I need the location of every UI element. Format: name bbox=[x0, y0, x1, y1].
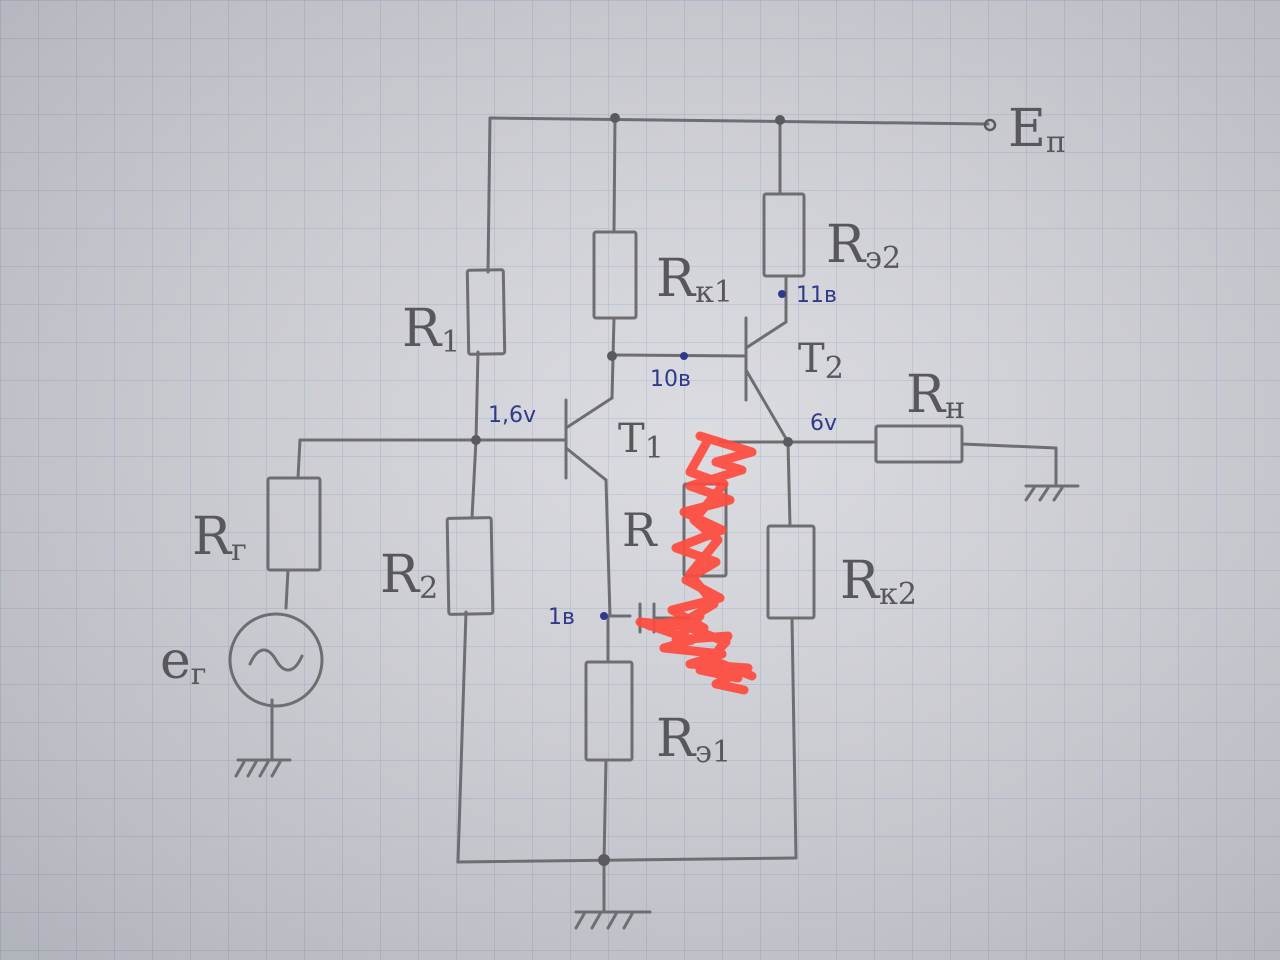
label-re2: Rэ2 bbox=[826, 215, 901, 276]
supply-terminal bbox=[983, 118, 997, 132]
resistor-rn bbox=[874, 424, 964, 464]
annotation-v-base-t1: 1,6v bbox=[488, 403, 536, 428]
annotation-v-output: 6v bbox=[810, 411, 837, 436]
annotation-v-emitter-t2: 11в bbox=[796, 283, 837, 308]
label-eg: eг bbox=[160, 631, 207, 692]
junction-dots bbox=[471, 113, 997, 866]
label-supply: Eп bbox=[1008, 99, 1066, 160]
annotation-v-emitter-t1: 1в bbox=[548, 605, 575, 630]
label-rg: Rг bbox=[192, 507, 247, 568]
label-t1: T1 bbox=[618, 416, 664, 466]
ground-symbols bbox=[234, 484, 1080, 930]
wires bbox=[270, 116, 1058, 914]
resistor-rk1 bbox=[592, 230, 638, 320]
label-r2: R2 bbox=[380, 545, 438, 606]
label-r1: R1 bbox=[402, 299, 460, 360]
resistor-re1 bbox=[584, 660, 634, 762]
label-rn: Rн bbox=[906, 365, 965, 426]
component-labels: Eп R1 R2 Rг eг Rк1 Rэ2 Rн Rк2 Rэ1 T1 T2 … bbox=[160, 99, 1066, 770]
resistor-rg bbox=[266, 476, 322, 572]
signal-generator-icon bbox=[228, 612, 324, 708]
resistor-r1 bbox=[465, 268, 507, 356]
resistor-rk2 bbox=[766, 524, 816, 620]
red-scribble bbox=[635, 431, 757, 695]
resistors bbox=[266, 192, 964, 762]
label-t2: T2 bbox=[798, 336, 844, 386]
label-rk1: Rк1 bbox=[656, 249, 733, 310]
resistor-re2 bbox=[762, 192, 806, 278]
label-re1: Rэ1 bbox=[656, 709, 731, 770]
label-r3-partial: R bbox=[622, 503, 658, 557]
label-rk2: Rк2 bbox=[840, 551, 917, 612]
annotation-v-collector-t1: 10в bbox=[650, 367, 691, 392]
voltage-annotations: 1,6v 10в 11в 6v 1в bbox=[488, 283, 837, 630]
resistor-r2 bbox=[445, 516, 495, 616]
